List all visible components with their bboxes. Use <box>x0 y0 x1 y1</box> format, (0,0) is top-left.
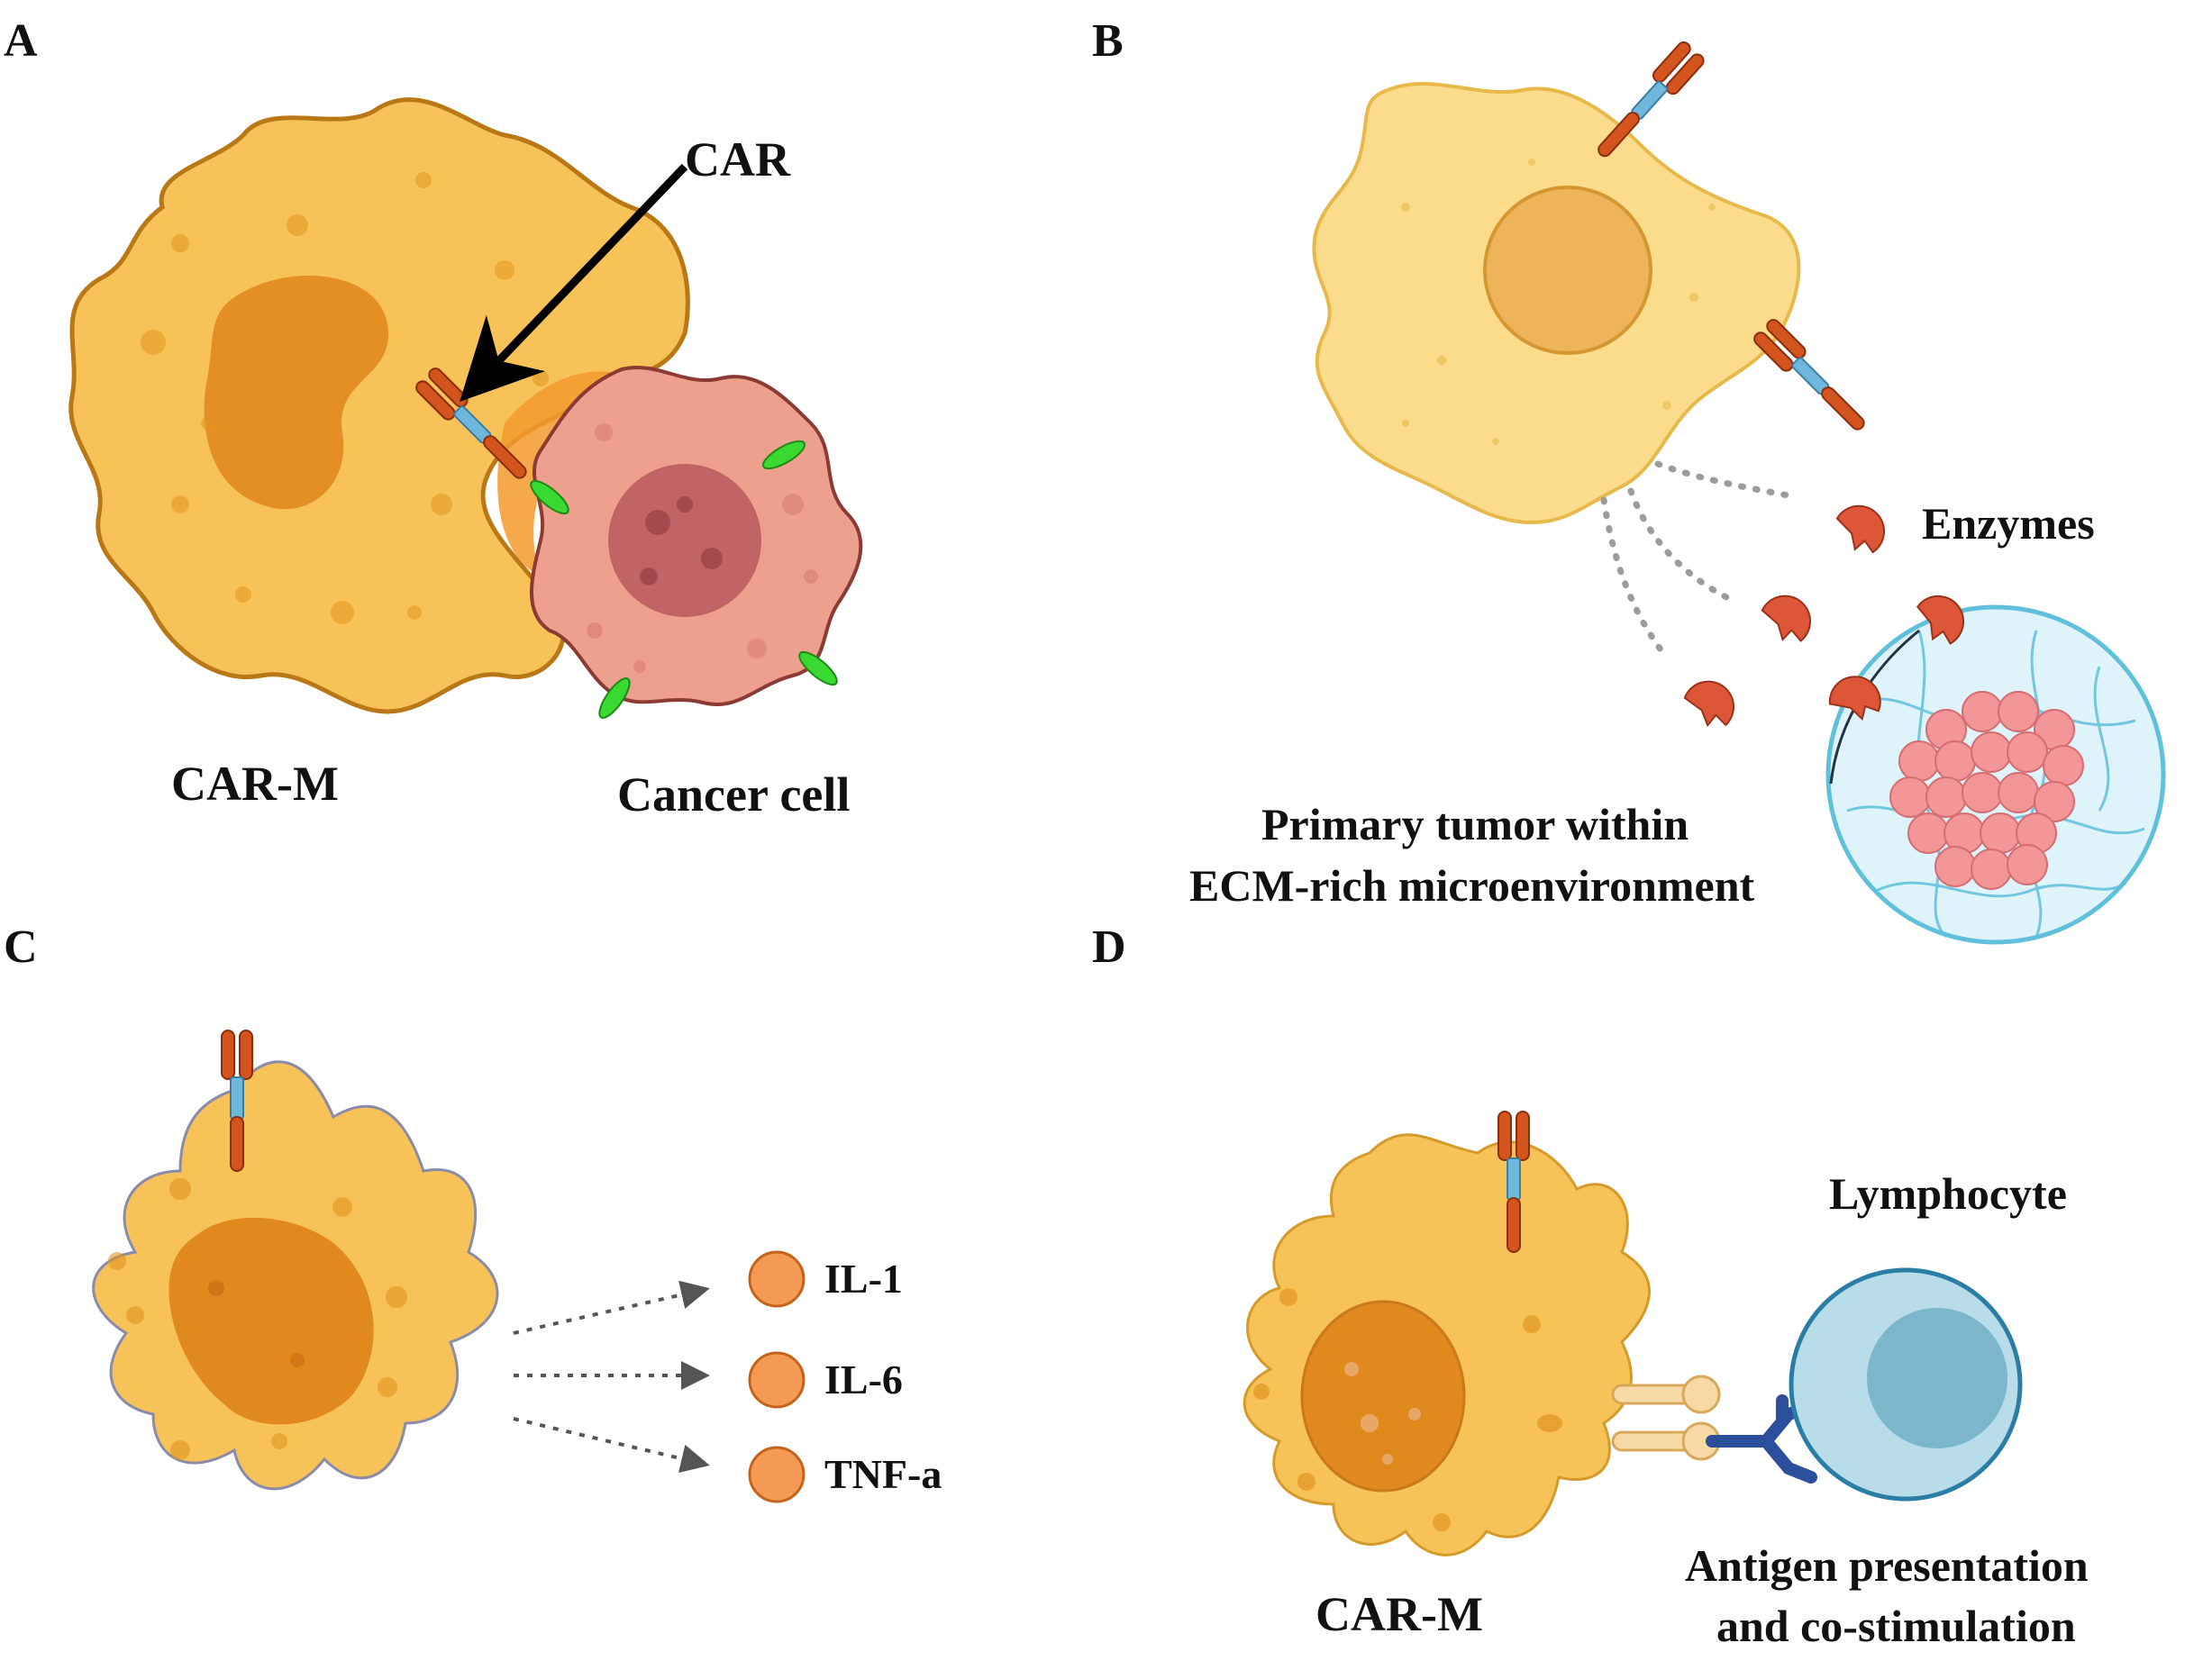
panel-letter-d: D <box>1092 921 1126 973</box>
process-label-line1: Antigen presentation <box>1685 1540 2089 1591</box>
secretion-dots-b <box>1600 460 1792 661</box>
nucleus-spots-d <box>1344 1362 1421 1465</box>
mhc-icon <box>1611 1375 1721 1461</box>
car-m-label-d: CAR-M <box>1315 1587 1483 1641</box>
cytoplasm-granules-d <box>1253 1288 1562 1531</box>
nucleus-b <box>1483 186 1652 355</box>
car-receptor-icon <box>1588 39 1707 166</box>
panel-letter-a: A <box>4 15 38 67</box>
panel-a: A <box>4 15 863 821</box>
cytokine-label-il1: IL-1 <box>824 1256 903 1302</box>
ecm-tumor-b <box>1825 604 2166 945</box>
cytokine-arrows <box>513 1280 710 1474</box>
car-m-label-a: CAR-M <box>171 757 339 811</box>
panel-letter-c: C <box>4 921 38 973</box>
car-label: CAR <box>685 132 791 186</box>
cytokine-label-il6: IL-6 <box>824 1357 903 1402</box>
enzyme-icon <box>1681 678 1737 729</box>
panel-c: C IL-1 IL-6 TNF-a <box>4 921 942 1503</box>
enzyme-icon <box>1756 591 1816 645</box>
lymphocyte-label: Lymphocyte <box>1829 1168 2067 1219</box>
antigen-icon <box>530 440 838 719</box>
cytokine-icon <box>748 1250 806 1503</box>
cancer-nucleus-a <box>608 464 761 617</box>
car-pointer-arrow <box>460 163 688 403</box>
tumor-label-line1: Primary tumor within <box>1261 799 1689 849</box>
enzyme-icon <box>1829 499 1891 557</box>
tumor-label-line2: ECM-rich microenvironment <box>1189 860 1755 911</box>
cancer-granules-a <box>587 423 818 673</box>
enzymes-label: Enzymes <box>1922 498 2095 549</box>
car-m-nucleus-a <box>204 276 388 510</box>
cytoplasm-granules-c <box>108 1178 407 1460</box>
cytokine-label-tnfa: TNF-a <box>824 1451 942 1497</box>
synapse-overlap-a <box>497 371 631 576</box>
cytoplasm-granules-b <box>1401 159 1716 445</box>
cytoplasm-granules-a <box>141 172 549 624</box>
panel-b: B <box>1092 15 2166 945</box>
nucleus-d <box>1300 1300 1466 1493</box>
process-label-line2: and co-stimulation <box>1716 1601 2076 1651</box>
nucleus-c <box>168 1217 374 1425</box>
panel-letter-b: B <box>1092 15 1124 67</box>
panel-d: D Lymphocyte CA <box>1092 921 2089 1651</box>
cancer-cell-label: Cancer cell <box>617 767 850 821</box>
lymphocyte <box>1789 1267 2023 1502</box>
